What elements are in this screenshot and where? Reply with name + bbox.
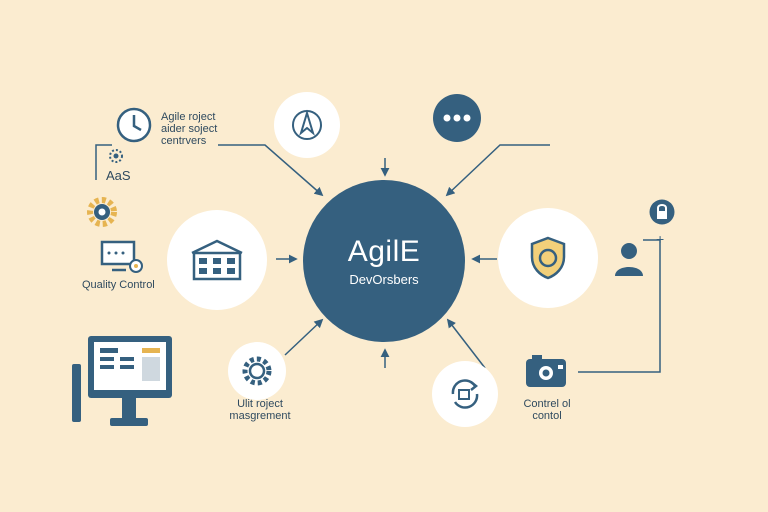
connector-right-bracket (578, 239, 661, 373)
clock-node (115, 106, 153, 149)
shield-icon (530, 236, 566, 280)
aas-label: AaS (106, 168, 131, 183)
building-node (167, 210, 267, 310)
more-dots-icon (443, 114, 471, 122)
camera-icon (526, 355, 566, 387)
top-left-label: Agile roject aider soject centrvers (161, 111, 217, 147)
desktop-node (70, 334, 176, 437)
small-monitor-node (100, 240, 146, 281)
cog-node (228, 342, 286, 400)
connector-bottom-right (446, 318, 486, 369)
connector-top-left (218, 144, 324, 197)
user-icon (615, 243, 643, 276)
settings-node (108, 148, 124, 169)
settings-icon (109, 149, 123, 163)
control-label-line-2: contol (532, 410, 562, 422)
user-node (612, 240, 646, 281)
control-label: Contrel ol contol (518, 398, 576, 422)
shield-node (498, 208, 598, 308)
top-left-label-line-2: aider soject (161, 123, 218, 135)
connector-bottom-left (284, 318, 324, 356)
compass-node (274, 92, 340, 158)
connector-left-bracket (95, 144, 112, 180)
building-icon (191, 239, 243, 281)
cog-icon (242, 356, 272, 386)
hub-subtitle: DevOrsbers (349, 271, 419, 287)
camera-node (524, 353, 570, 394)
unit-label: Ulit roject masgrement (228, 398, 292, 422)
control-label-line-1: Contrel ol (523, 398, 571, 410)
hub-title: AgilE (347, 234, 421, 268)
connector-top-right (445, 144, 550, 197)
more-node (433, 94, 481, 142)
lock-node (648, 198, 676, 231)
unit-label-line-1: Ulit roject (237, 398, 283, 410)
quality-control-label: Quality Control (82, 279, 155, 291)
unit-label-line-2: masgrement (229, 410, 291, 422)
top-left-label-line-1: Agile roject (161, 111, 216, 123)
gear-icon (87, 197, 117, 227)
top-left-label-line-3: centrvers (161, 135, 207, 147)
desktop-icon (72, 336, 172, 426)
sync-node (432, 361, 498, 427)
lock-icon (649, 199, 675, 225)
gear-node (85, 195, 119, 234)
monitor-icon (100, 240, 143, 273)
center-hub: AgilE DevOrsbers (303, 180, 465, 342)
clock-icon (116, 107, 152, 143)
plus-icon: + (656, 231, 665, 247)
compass-icon (292, 109, 322, 140)
sync-icon (451, 379, 479, 409)
